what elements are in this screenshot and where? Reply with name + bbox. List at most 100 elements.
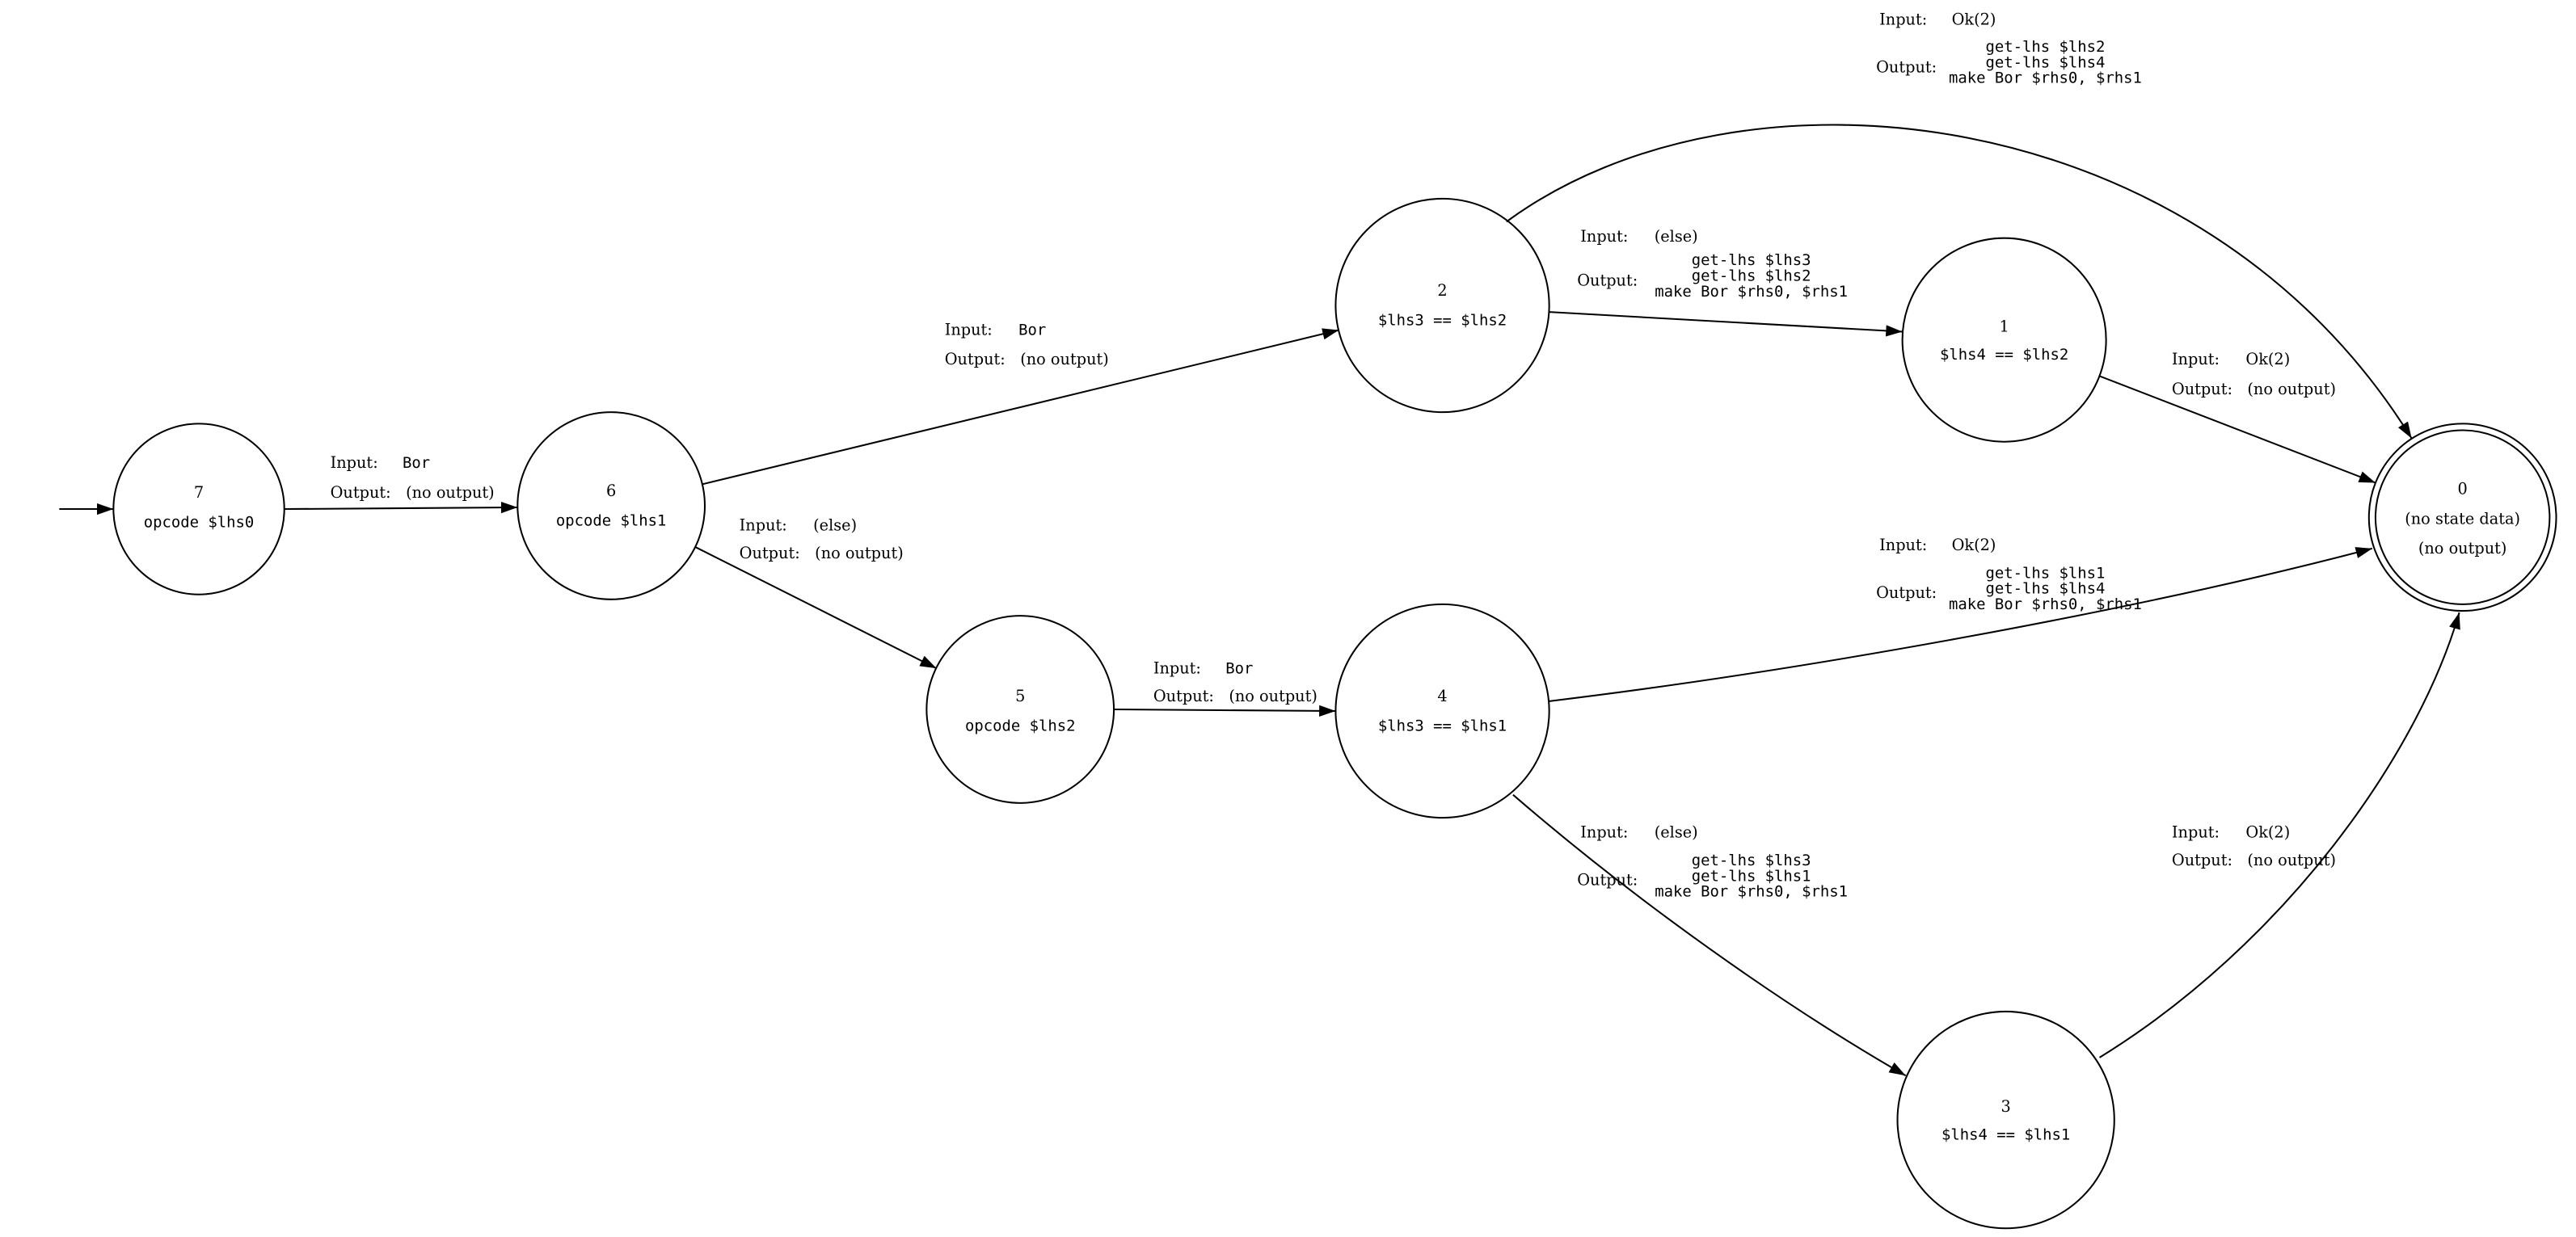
edge-1-to-0 <box>2099 375 2376 484</box>
edge-label-3-0: Input: Ok(2) Output: (no output) <box>2172 823 2336 870</box>
input-label: Input: <box>1153 658 1201 677</box>
state-node-4: 4 $lhs3 == $lhs1 <box>1334 603 1550 819</box>
state-5-label: opcode $lhs2 <box>965 717 1075 734</box>
edge-label-6-5: Input: (else) Output: (no output) <box>740 515 904 562</box>
input-label: Input: <box>740 515 787 534</box>
state-1-id: 1 <box>1999 318 2009 336</box>
input-value: Ok(2) <box>2245 350 2290 368</box>
state-1-circle <box>1901 237 2107 443</box>
input-label: Input: <box>945 321 993 339</box>
output-label: Output: <box>1577 870 1638 889</box>
output-value: (no output) <box>1229 687 1318 705</box>
state-5-id: 5 <box>1015 687 1025 705</box>
output-line: make Bor $rhs0, $rhs1 <box>1655 883 1848 901</box>
input-value: Ok(2) <box>1952 536 1996 554</box>
output-line: make Bor $rhs0, $rhs1 <box>1949 69 2142 87</box>
state-3-circle <box>1896 1010 2115 1230</box>
state-6-label: opcode $lhs1 <box>556 511 666 529</box>
input-value: (else) <box>1655 227 1698 246</box>
output-label: Output: <box>945 350 1006 368</box>
edge-label-2-1: Input: (else) Output: get-lhs $lhs3 get-… <box>1577 227 1848 301</box>
edge-label-6-2: Input: Bor Output: (no output) <box>945 321 1109 369</box>
edge-4-to-3 <box>1512 793 1907 1077</box>
input-value: Bor <box>1018 322 1046 339</box>
input-label: Input: <box>1879 536 1927 554</box>
state-node-3: 3 $lhs4 == $lhs1 <box>1896 1010 2115 1230</box>
output-line: get-lhs $lhs1 <box>1692 867 1811 885</box>
edge-6-to-2 <box>701 328 1339 486</box>
output-value: (no output) <box>815 544 904 562</box>
edge-7-to-6 <box>284 502 518 514</box>
state-0-outer-circle <box>2367 423 2557 612</box>
state-node-7: 7 opcode $lhs0 <box>112 423 285 595</box>
state-0-label: (no state data) <box>2405 509 2520 528</box>
state-node-2: 2 $lhs3 == $lhs2 <box>1334 197 1550 414</box>
output-line: make Bor $rhs0, $rhs1 <box>1949 595 2142 613</box>
state-4-id: 4 <box>1437 687 1447 705</box>
output-label: Output: <box>1153 687 1214 705</box>
input-value: (else) <box>1655 823 1698 842</box>
output-value: (no output) <box>406 483 495 502</box>
edge-label-5-4: Input: Bor Output: (no output) <box>1153 658 1318 705</box>
state-7-id: 7 <box>194 483 204 502</box>
state-node-5: 5 opcode $lhs2 <box>925 615 1115 804</box>
input-label: Input: <box>2172 350 2220 368</box>
state-7-circle <box>112 423 285 595</box>
input-value: Bor <box>1225 659 1253 677</box>
state-2-circle <box>1334 197 1550 414</box>
output-label: Output: <box>1876 57 1937 76</box>
input-label: Input: <box>1879 10 1927 28</box>
input-value: Ok(2) <box>2245 823 2290 842</box>
edge-label-1-0: Input: Ok(2) Output: (no output) <box>2172 350 2336 398</box>
input-label: Input: <box>1580 823 1628 842</box>
input-label: Input: <box>2172 823 2220 842</box>
edge-label-7-6: Input: Bor Output: (no output) <box>331 453 495 502</box>
state-4-circle <box>1334 603 1550 819</box>
edge-4-to-0 <box>1549 547 2373 702</box>
output-line: get-lhs $lhs3 <box>1692 251 1811 269</box>
output-value: (no output) <box>2247 380 2336 398</box>
state-node-0: 0 (no state data) (no output) <box>2367 423 2557 612</box>
edge-3-to-0 <box>2098 612 2460 1058</box>
edge-label-4-3: Input: (else) Output: get-lhs $lhs3 get-… <box>1577 823 1848 901</box>
state-0-sublabel: (no output) <box>2418 539 2507 557</box>
edge-label-4-0: Input: Ok(2) Output: get-lhs $lhs1 get-l… <box>1876 536 2142 613</box>
output-label: Output: <box>2172 851 2232 869</box>
input-value: Ok(2) <box>1952 10 1996 28</box>
state-0-inner-circle <box>2374 429 2551 605</box>
state-5-circle <box>925 615 1115 804</box>
state-node-6: 6 opcode $lhs1 <box>516 411 706 600</box>
output-line: get-lhs $lhs3 <box>1692 852 1811 869</box>
output-label: Output: <box>1876 583 1937 602</box>
output-line: get-lhs $lhs4 <box>1986 580 2106 598</box>
state-3-id: 3 <box>2001 1097 2011 1116</box>
state-1-label: $lhs4 == $lhs2 <box>1940 346 2068 364</box>
output-line: get-lhs $lhs2 <box>1986 38 2106 56</box>
state-node-1: 1 $lhs4 == $lhs2 <box>1901 237 2107 443</box>
edge-2-to-1 <box>1549 311 1903 337</box>
edge-2-to-0 <box>1506 124 2413 440</box>
state-3-label: $lhs4 == $lhs1 <box>1941 1126 2070 1143</box>
state-4-label: $lhs3 == $lhs1 <box>1378 717 1507 734</box>
edge-6-to-5 <box>694 545 938 670</box>
state-0-id: 0 <box>2458 480 2468 499</box>
state-2-label: $lhs3 == $lhs2 <box>1378 311 1507 329</box>
input-value: (else) <box>813 515 857 534</box>
input-label: Input: <box>1580 227 1628 246</box>
state-7-label: opcode $lhs0 <box>144 513 254 531</box>
edge-5-to-4 <box>1114 705 1336 717</box>
output-line: get-lhs $lhs2 <box>1692 267 1811 285</box>
output-value: (no output) <box>2247 851 2336 869</box>
output-label: Output: <box>1577 271 1638 290</box>
state-6-id: 6 <box>606 482 616 500</box>
state-2-id: 2 <box>1437 281 1447 300</box>
edges <box>59 124 2460 1077</box>
output-label: Output: <box>331 483 391 502</box>
input-label: Input: <box>331 453 378 472</box>
output-label: Output: <box>740 544 800 562</box>
output-line: get-lhs $lhs4 <box>1986 53 2106 71</box>
state-6-circle <box>516 411 706 600</box>
edge-label-2-0: Input: Ok(2) Output: get-lhs $lhs2 get-l… <box>1876 10 2142 86</box>
output-label: Output: <box>2172 380 2232 398</box>
